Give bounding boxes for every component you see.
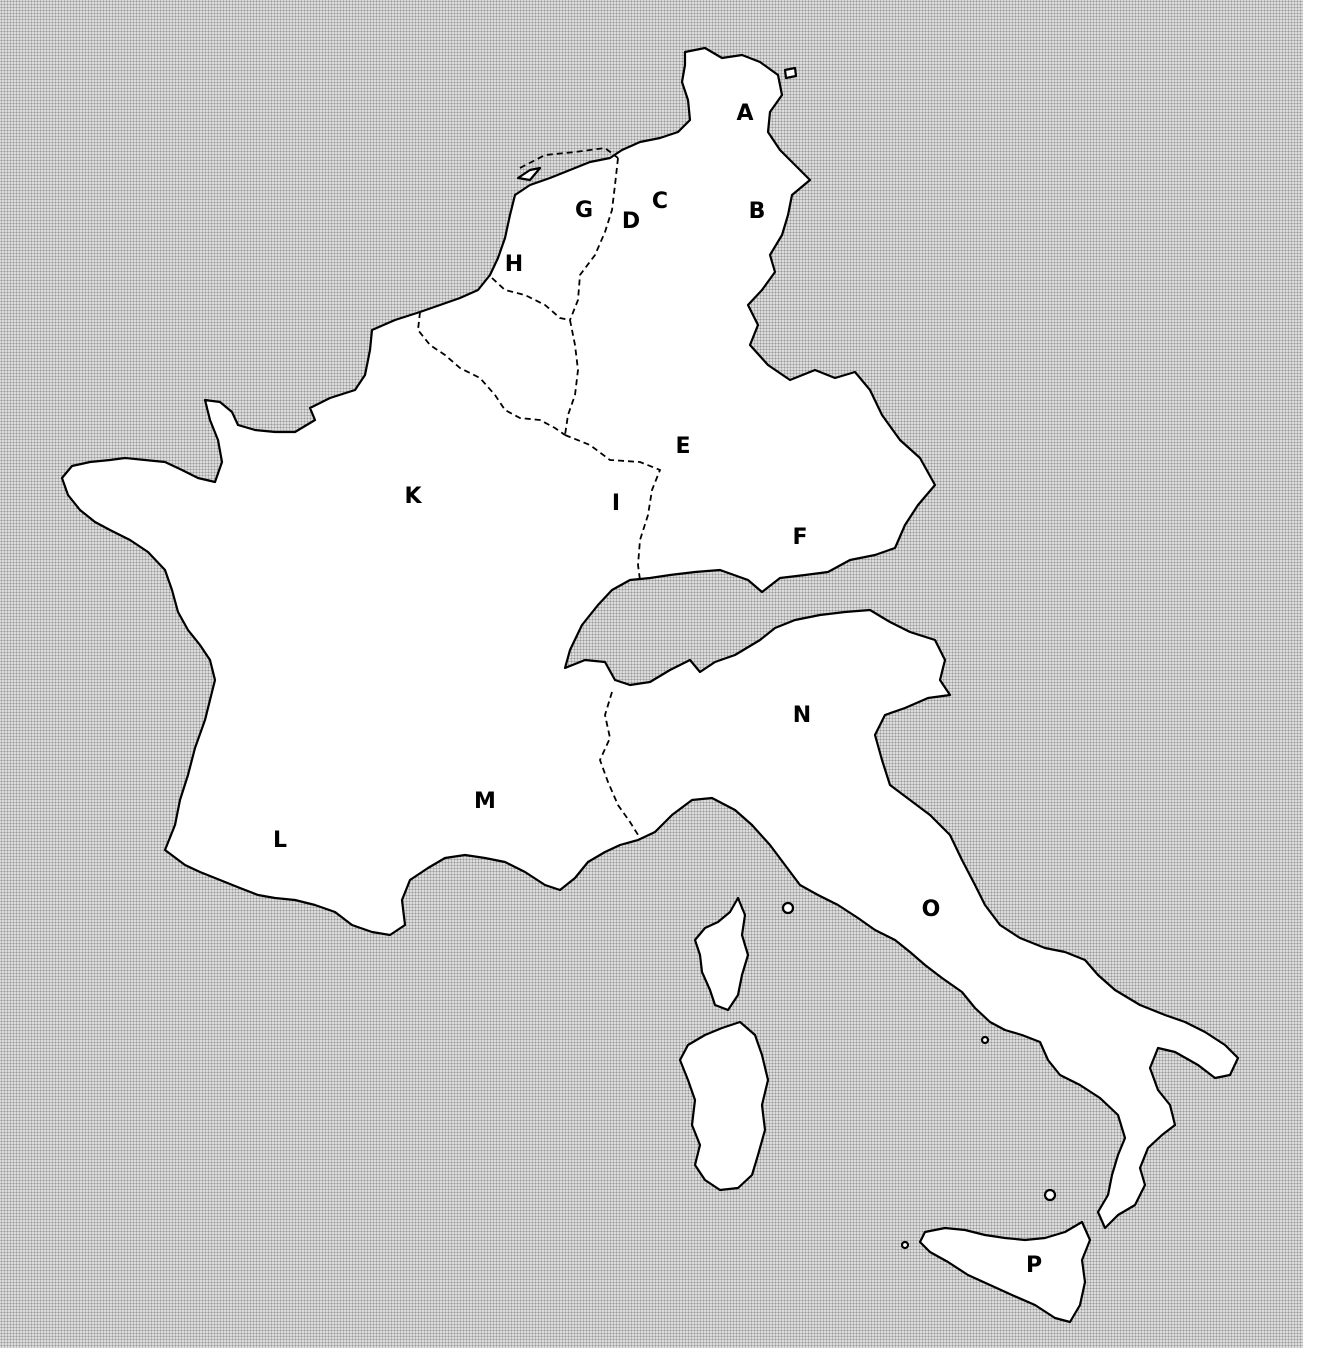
right-margin-strip bbox=[1303, 0, 1317, 1348]
border-netherlands-germany bbox=[569, 157, 619, 321]
island-elba bbox=[781, 901, 795, 915]
island-lipari bbox=[1043, 1188, 1057, 1202]
label-p: P bbox=[1026, 1253, 1042, 1278]
label-k: K bbox=[404, 484, 422, 509]
label-e: E bbox=[675, 434, 690, 459]
island-egadi bbox=[900, 1240, 910, 1250]
border-belgium-luxembourg bbox=[564, 319, 579, 436]
label-o: O bbox=[922, 897, 941, 922]
sardinia-outline bbox=[678, 1020, 770, 1192]
label-l: L bbox=[273, 828, 287, 853]
mainland-outline bbox=[60, 46, 1240, 1230]
island-capri bbox=[980, 1035, 990, 1045]
label-b: B bbox=[749, 199, 766, 224]
label-m: M bbox=[474, 789, 496, 814]
sicily-outline bbox=[918, 1220, 1092, 1324]
island-frisian bbox=[516, 166, 542, 182]
border-belgium-france bbox=[417, 311, 566, 436]
label-c: C bbox=[652, 189, 668, 214]
label-d: D bbox=[622, 209, 640, 234]
label-g: G bbox=[575, 198, 593, 223]
border-netherlands-north bbox=[519, 147, 619, 169]
corsica-outline bbox=[693, 896, 750, 1012]
border-netherlands-belgium bbox=[491, 277, 571, 321]
label-f: F bbox=[792, 525, 807, 550]
label-n: N bbox=[793, 703, 811, 728]
label-h: H bbox=[505, 252, 523, 277]
label-a: A bbox=[736, 101, 753, 126]
island-north-sea-1 bbox=[783, 66, 798, 80]
label-i: I bbox=[612, 491, 620, 516]
border-france-germany bbox=[564, 434, 662, 581]
border-france-italy bbox=[599, 691, 641, 839]
